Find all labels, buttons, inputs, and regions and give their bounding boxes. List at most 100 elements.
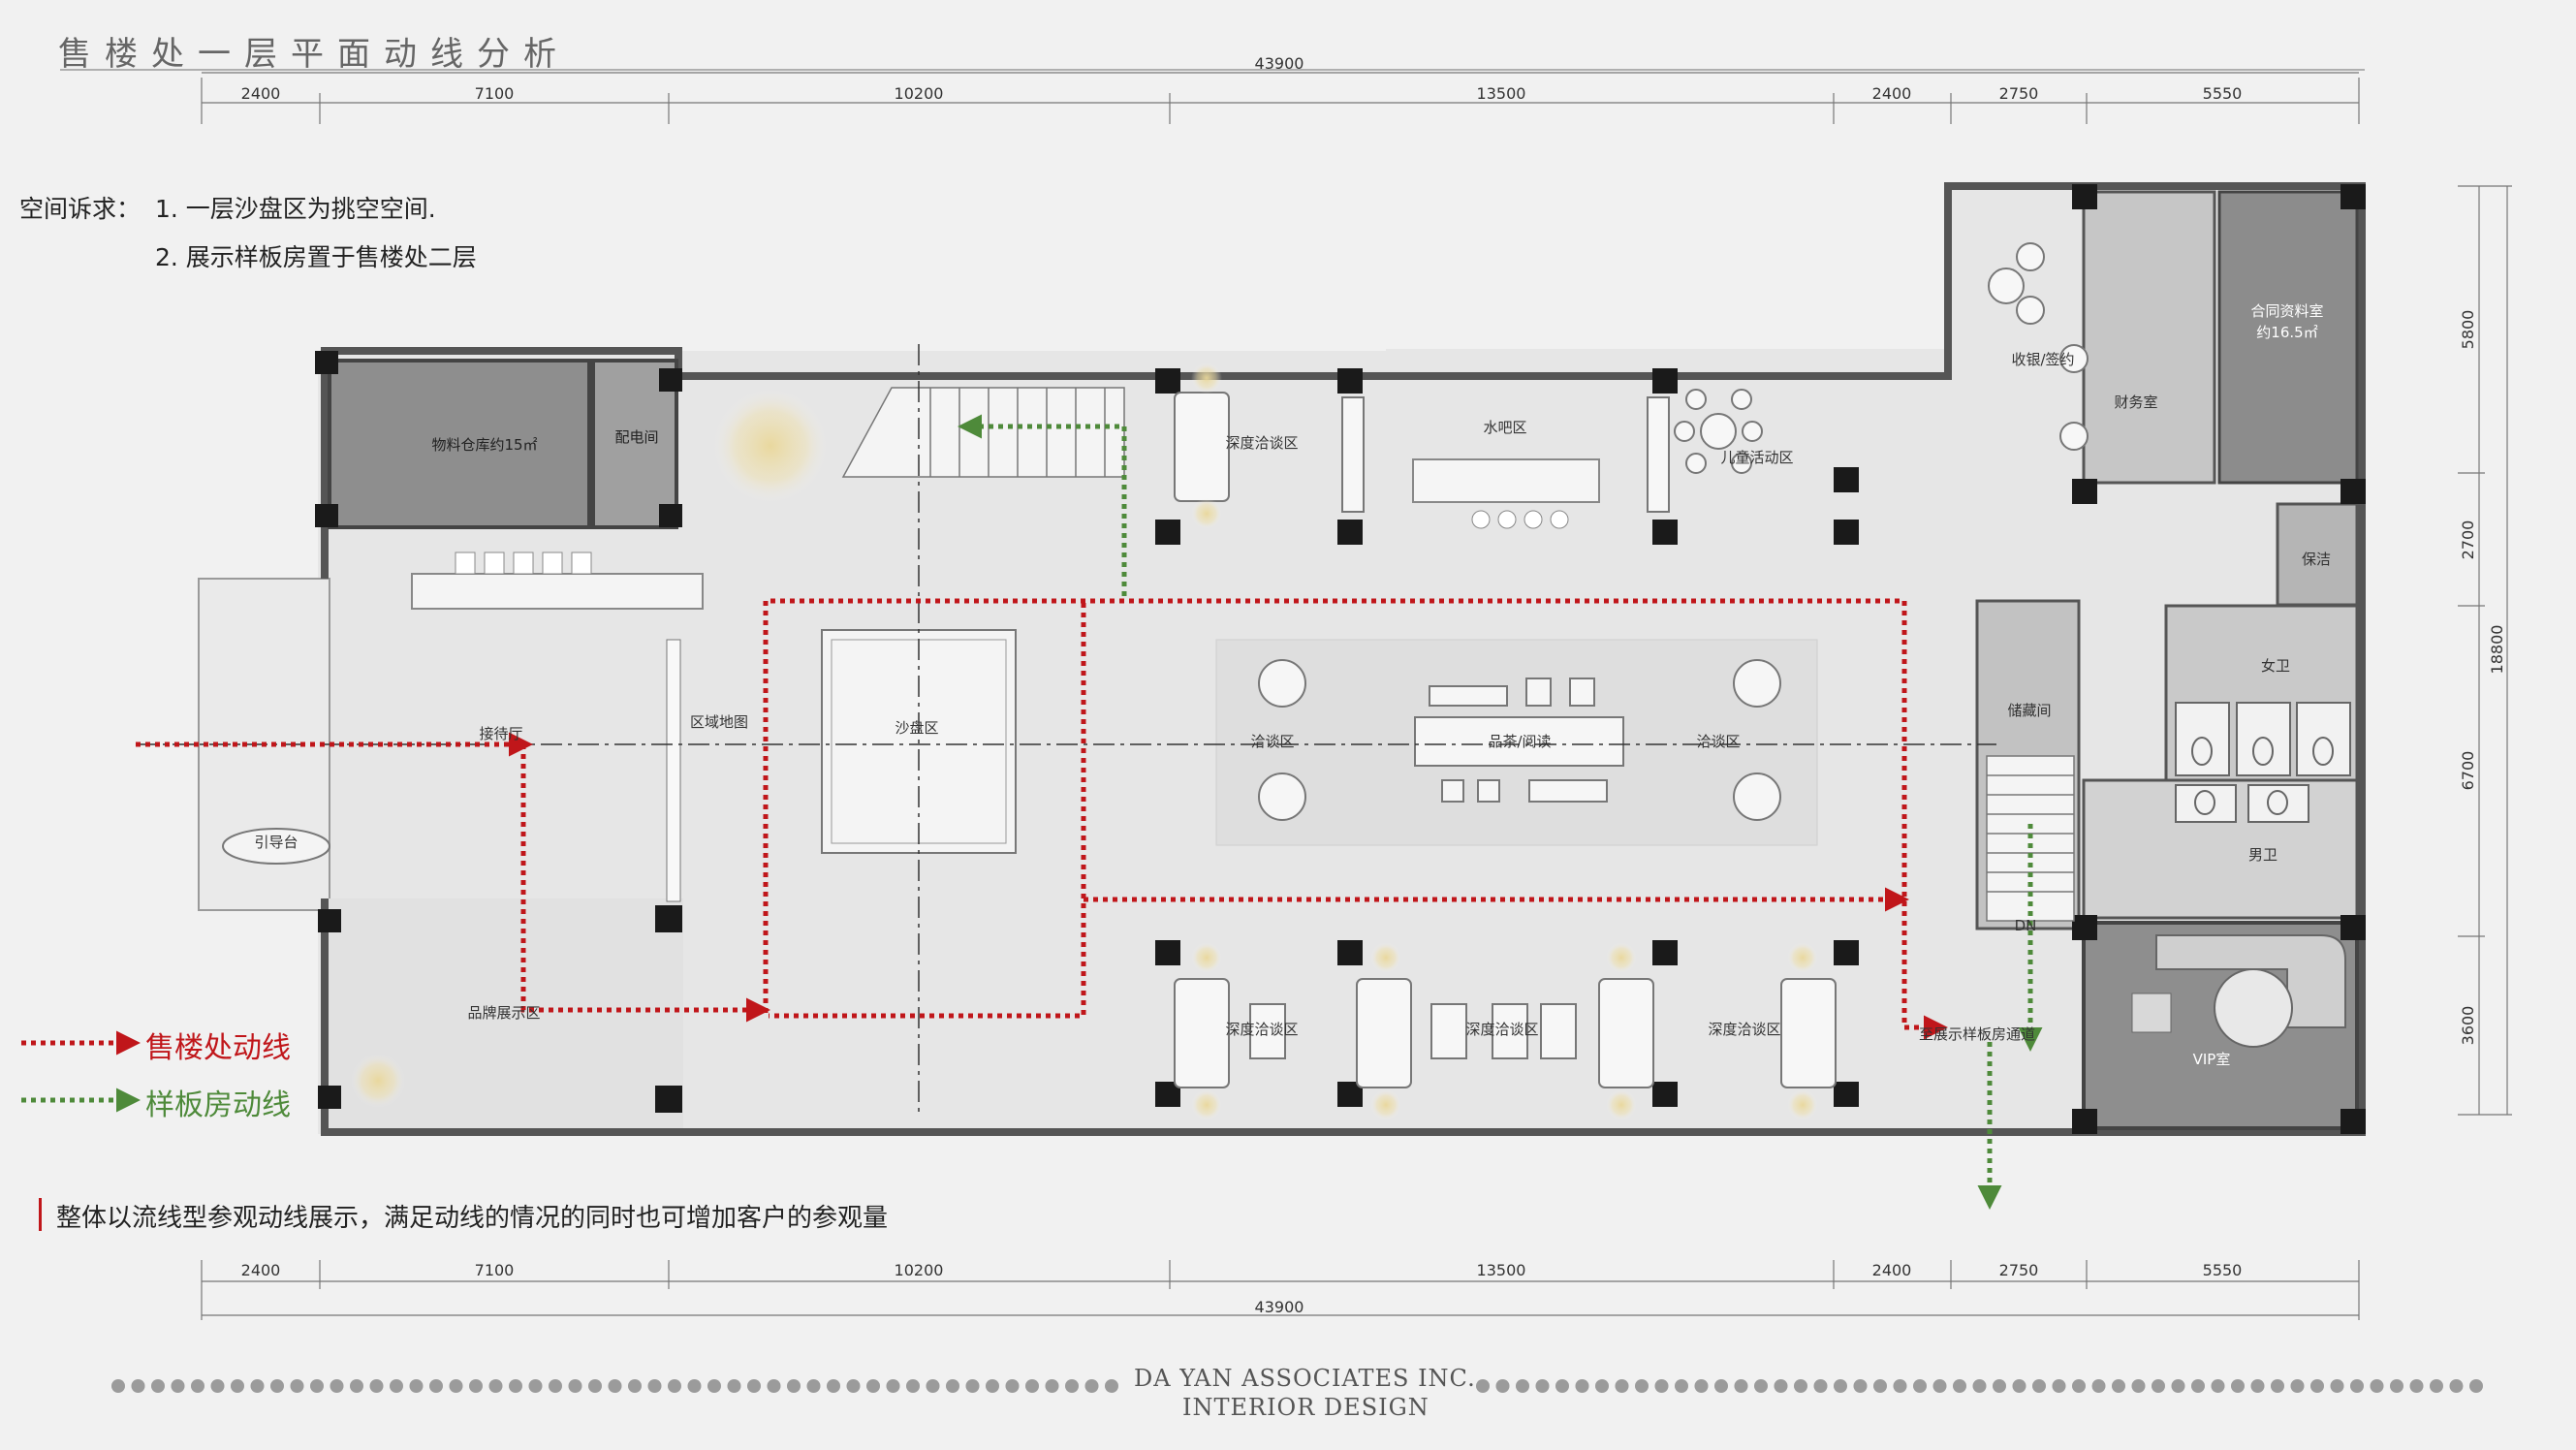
summary-text: 整体以流线型参观动线展示，满足动线的情况的同时也可增加客户的参观量: [56, 1204, 889, 1233]
dim-top-seg: 5550: [2203, 84, 2243, 103]
footer-dot: [1635, 1379, 1649, 1393]
footer-dot: [2211, 1379, 2225, 1393]
dim-bottom-seg: 5550: [2203, 1261, 2243, 1279]
showroom-route: [958, 414, 2043, 1210]
footer-dot: [1993, 1379, 2006, 1393]
staircase-top: [841, 387, 1125, 478]
firm-tagline: INTERIOR DESIGN: [1182, 1394, 1429, 1421]
footer-dot: [1932, 1379, 1947, 1393]
footer-dot: [1774, 1379, 1788, 1393]
footer-dot: [1595, 1379, 1609, 1393]
footer-dot: [747, 1379, 761, 1393]
legend-sales-route: 售楼处动线: [145, 1031, 291, 1065]
footer-dot: [191, 1379, 204, 1393]
footer-dot: [2430, 1379, 2443, 1393]
label-reception: 接待厅: [479, 725, 522, 742]
dim-vert-total: 18800: [2488, 625, 2506, 675]
footer-dot: [409, 1379, 424, 1393]
top-dimension: [201, 72, 2360, 124]
sofas: [1174, 392, 1837, 1088]
page-title: 售楼处一层平面动线分析: [58, 35, 570, 74]
footer-dot: [290, 1379, 304, 1393]
dim-top-seg: 10200: [895, 84, 944, 103]
footer-dot: [2152, 1379, 2165, 1393]
footer-dot: [787, 1379, 801, 1393]
footer-dot: [1873, 1379, 1887, 1393]
footer-dot: [2271, 1379, 2284, 1393]
footer-dot: [1913, 1379, 1927, 1393]
footer-dot: [1535, 1379, 1550, 1393]
label-female-wc: 女卫: [2261, 657, 2290, 675]
dim-bottom-total: 43900: [1255, 1298, 1304, 1316]
dim-top-seg: 2400: [1872, 84, 1912, 103]
footer-dot: [866, 1379, 880, 1393]
footer-dot: [1084, 1379, 1099, 1393]
footer-dot: [250, 1379, 265, 1393]
footer-dot: [2012, 1379, 2026, 1393]
footer-dot: [946, 1379, 959, 1393]
footer-dot: [2370, 1379, 2384, 1393]
legend: [21, 1030, 141, 1113]
label-vip: VIP室: [2193, 1051, 2231, 1068]
label-power: 配电间: [614, 428, 658, 446]
footer-dot: [1065, 1379, 1079, 1393]
footer-dot: [1754, 1379, 1768, 1393]
footer-dot: [449, 1379, 463, 1393]
footer-dot: [1615, 1379, 1629, 1393]
footer-dot: [2072, 1379, 2086, 1393]
footer-dot: [906, 1379, 920, 1393]
footer-dot: [767, 1379, 781, 1393]
dim-bottom-seg: 13500: [1477, 1261, 1526, 1279]
footer-dot: [1734, 1379, 1748, 1393]
footer-dot: [1005, 1379, 1020, 1393]
label-male-wc: 男卫: [2248, 846, 2278, 864]
bottom-dimension: [201, 1260, 2360, 1320]
footer-dot: [111, 1379, 125, 1393]
footer-dot: [488, 1379, 503, 1393]
footer-dot: [846, 1379, 861, 1393]
footer-dot: [687, 1379, 702, 1393]
label-deep-talk-b2: 深度洽谈区: [1465, 1021, 1538, 1038]
footer-dot: [827, 1379, 840, 1393]
footer-dot: [1714, 1379, 1728, 1393]
footer-dots: [111, 1379, 1118, 1393]
legend-showroom-route: 样板房动线: [145, 1088, 291, 1122]
label-deep-talk-b1: 深度洽谈区: [1225, 1021, 1298, 1038]
dim-bottom-seg: 2400: [241, 1261, 281, 1279]
footer-dot: [707, 1379, 721, 1393]
requirement-item: 2. 展示样板房置于售楼处二层: [155, 243, 477, 271]
footer-dot: [986, 1379, 999, 1393]
footer-dot: [2469, 1379, 2483, 1393]
dim-top-seg: 13500: [1477, 84, 1526, 103]
dim-top-seg: 2400: [241, 84, 281, 103]
footer-dot: [1893, 1379, 1907, 1393]
dim-bottom-seg: 7100: [475, 1261, 515, 1279]
label-contract-area: 约16.5㎡: [2256, 324, 2317, 341]
label-contract: 合同资料室: [2250, 302, 2323, 320]
label-tea-area: 品茶/阅读: [1488, 733, 1551, 750]
label-storage: 物料仓库约15㎡: [431, 436, 537, 454]
footer-dot: [926, 1379, 940, 1393]
label-water-bar: 水吧区: [1483, 419, 1526, 436]
contract-room: [2217, 190, 2359, 485]
footer-dot: [608, 1379, 622, 1393]
walls: [321, 182, 2366, 1136]
footer-dot: [330, 1379, 344, 1393]
footer-dot: [1105, 1379, 1118, 1393]
label-sand-table: 沙盘区: [895, 719, 938, 737]
guide-desk: [222, 828, 330, 865]
footer-dot: [528, 1379, 543, 1393]
cleaning-room: [2276, 502, 2359, 607]
footer-dot: [1555, 1379, 1569, 1393]
lamps: [351, 362, 1818, 1120]
footer-dot: [2112, 1379, 2125, 1393]
label-cleaning: 保洁: [2302, 551, 2331, 568]
footer-dot: [151, 1379, 165, 1393]
footer-dot: [647, 1379, 662, 1393]
label-guide-desk: 引导台: [254, 834, 298, 851]
requirement-item: 1. 一层沙盘区为挑空空间.: [155, 195, 436, 223]
footer-dot: [2191, 1379, 2205, 1393]
requirements-label: 空间诉求：: [19, 195, 141, 223]
right-dimension: [2458, 185, 2512, 1116]
